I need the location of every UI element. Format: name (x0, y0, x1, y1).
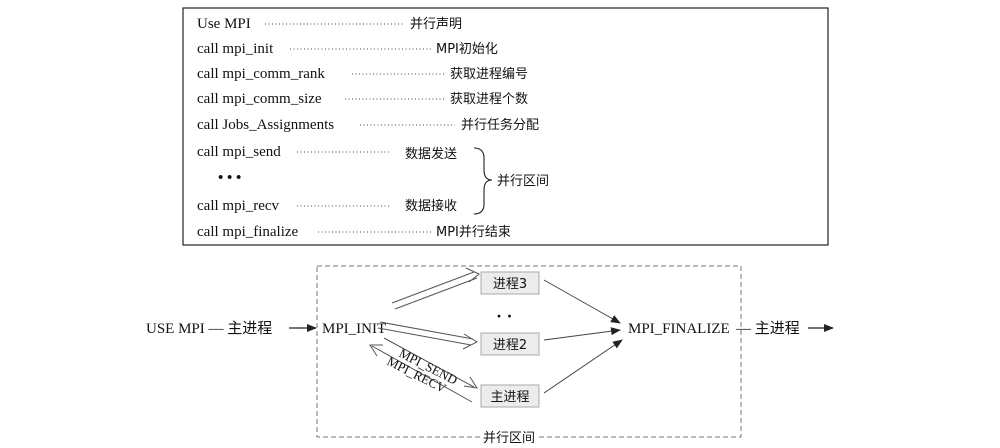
code-comment: 数据接收 (405, 198, 457, 214)
brace (473, 147, 493, 215)
code-comment: 并行声明 (410, 17, 462, 32)
arrow-proc2-finalize (543, 327, 621, 341)
arrow-send (383, 337, 479, 389)
master-process-box (480, 384, 540, 408)
brace-label: 并行区间 (497, 174, 549, 189)
end-label: — 主进程 (735, 320, 800, 337)
master-process-label: 主进程 (490, 390, 529, 405)
region-label-bg (480, 427, 538, 445)
code-comment: 获取进程个数 (450, 92, 528, 107)
process-2-label: 进程2 (493, 338, 527, 353)
code-line: call mpi_comm_size (197, 91, 322, 107)
code-line: call mpi_recv (197, 198, 280, 214)
arrow-init-proc2 (377, 321, 479, 350)
code-line: Use MPI (197, 16, 251, 32)
region-label: 并行区间 (483, 431, 535, 446)
arrow-master-finalize (543, 339, 623, 394)
code-line: call mpi_finalize (197, 224, 299, 240)
process-3-label: 进程3 (493, 277, 527, 292)
code-comment: 获取进程编号 (450, 67, 528, 82)
parallel-region (316, 265, 742, 438)
finalize-node: MPI_FINALIZE (628, 321, 730, 337)
code-box (182, 7, 829, 246)
arrow-init-proc3 (391, 267, 480, 310)
code-line: call mpi_init (197, 41, 274, 57)
code-line: call mpi_comm_rank (197, 66, 325, 82)
process-dots: · · (496, 306, 513, 326)
process-2-box (480, 332, 540, 356)
init-node: MPI_INIT (322, 321, 386, 337)
code-comment: 并行任务分配 (461, 117, 539, 133)
ellipsis: • • • (218, 170, 241, 186)
start-label: USE MPI — 主进程 (146, 320, 272, 337)
code-comment: MPI并行结束 (436, 225, 511, 240)
code-comment: MPI初始化 (436, 42, 498, 57)
code-comment: 数据发送 (405, 146, 457, 162)
code-line: call Jobs_Assignments (197, 117, 334, 133)
arrow-recv (369, 344, 473, 403)
arrow-proc3-finalize (543, 279, 621, 324)
process-3-box (480, 271, 540, 295)
code-line: call mpi_send (197, 144, 281, 160)
